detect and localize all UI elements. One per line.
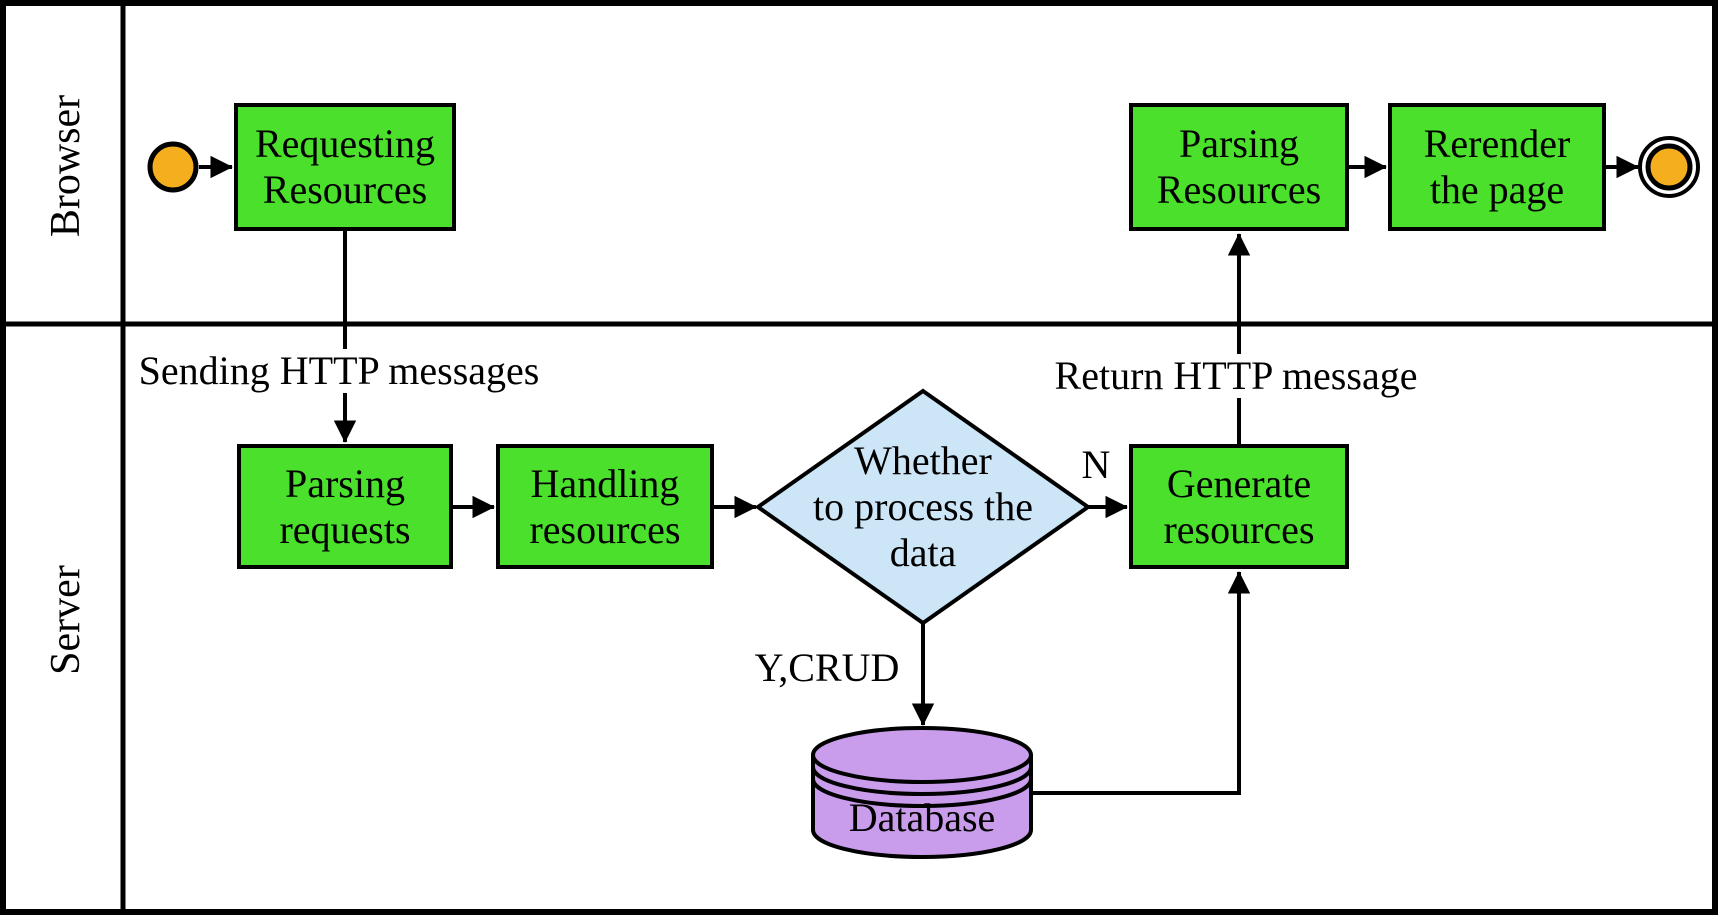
decision-label: Whether to process the data (813, 438, 1033, 575)
database-cylinder-ring-2 (811, 778, 1033, 808)
diagram-drawing-layer (6, 6, 1712, 909)
task-requesting-resources: Requesting Resources (234, 103, 456, 231)
database-cylinder-ring-1 (811, 766, 1033, 796)
task-parsing-resources: Parsing Resources (1129, 103, 1349, 231)
flow-label-yes-crud: Y,CRUD (754, 645, 900, 690)
task-handling-resources: Handling resources (496, 444, 714, 569)
flow-database-to-generate (1031, 571, 1251, 795)
lane-label-browser: Browser (43, 94, 89, 238)
flow-label-return-http: Return HTTP message (1046, 354, 1426, 398)
database-cylinder-top-ellipse (811, 754, 1033, 784)
task-rerender-page: Rerender the page (1388, 103, 1606, 231)
start-event-circle (147, 141, 199, 193)
decision-diamond (754, 388, 1092, 626)
flow-label-no: N (1081, 442, 1111, 487)
task-parsing-requests: Parsing requests (237, 444, 453, 569)
lane-label-server: Server (43, 565, 89, 675)
task-generate-resources: Generate resources (1129, 444, 1349, 569)
end-event-inner-circle (1645, 143, 1693, 191)
database-label: Database (848, 795, 996, 840)
flow-label-sending-http: Sending HTTP messages (130, 349, 548, 393)
